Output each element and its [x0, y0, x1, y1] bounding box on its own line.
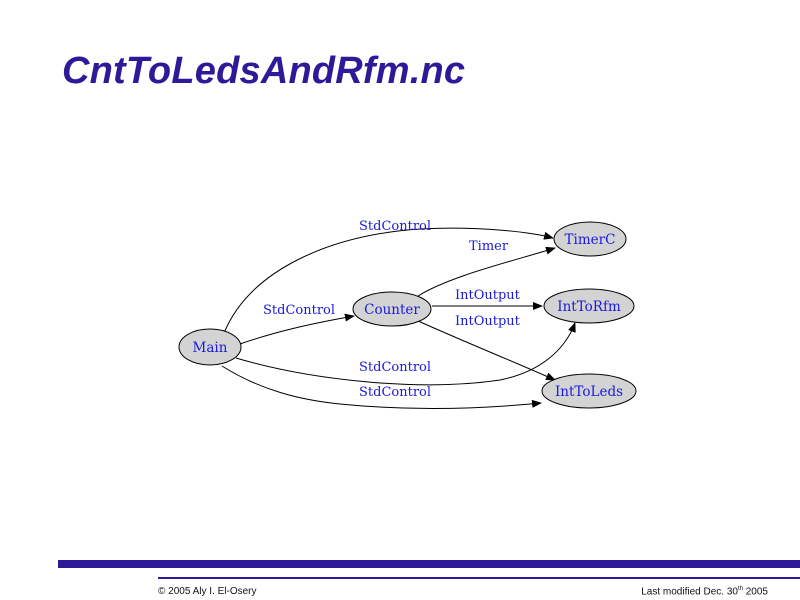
- footer-modified-prefix: Last modified Dec. 30: [641, 586, 738, 598]
- footer-modified-sup: th: [737, 586, 743, 592]
- node-main: Main: [178, 328, 242, 366]
- edge-main-inttoleds: [221, 365, 542, 410]
- edge-counter-inttoleds: [415, 319, 556, 381]
- footer-copyright: © 2005 Aly I. El-Osery: [158, 586, 257, 597]
- node-inttoleds: IntToLeds: [541, 373, 637, 409]
- edge-label-main-timerc: StdControl: [359, 219, 431, 234]
- node-timerc: TimerC: [553, 221, 627, 257]
- node-inttoleds-label: IntToLeds: [555, 384, 623, 400]
- edge-main-counter: [239, 313, 355, 345]
- node-counter-label: Counter: [364, 302, 420, 318]
- edge-label-counter-inttoleds: IntOutput: [455, 314, 521, 329]
- edge-main-inttorfm: [235, 322, 576, 386]
- node-inttorfm-label: IntToRfm: [557, 299, 621, 315]
- footer-modified-suffix: 2005: [742, 586, 768, 598]
- node-counter: Counter: [352, 291, 432, 327]
- node-main-label: Main: [193, 340, 228, 356]
- edge-label-main-counter: StdControl: [263, 303, 335, 318]
- footer-last-modified: Last modified Dec. 30th 2005: [641, 586, 768, 597]
- footer-bar: [58, 560, 800, 568]
- edge-counter-timerc: [417, 246, 556, 297]
- edge-main-timerc: [223, 227, 554, 334]
- edge-label-main-inttorfm: StdControl: [359, 360, 431, 375]
- edge-label-counter-inttorfm: IntOutput: [455, 288, 521, 303]
- edge-label-counter-timerc: Timer: [469, 239, 509, 254]
- slide-title: CntToLedsAndRfm.nc: [62, 50, 466, 92]
- node-inttorfm: IntToRfm: [543, 288, 635, 324]
- edge-label-main-inttoleds: StdControl: [359, 385, 431, 400]
- node-timerc-label: TimerC: [565, 232, 616, 248]
- footer-divider: [158, 577, 800, 579]
